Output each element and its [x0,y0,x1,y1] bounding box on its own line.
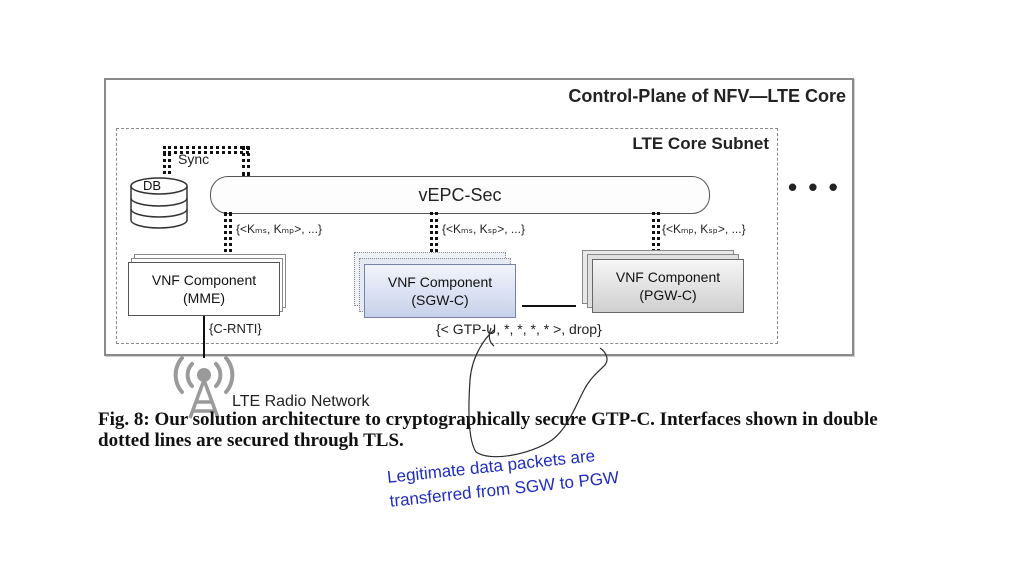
pgw-keys-label: {<Kₘₚ, Kₛₚ>, ...} [662,222,746,236]
pgw-title: VNF Component [615,269,721,285]
vnf-component-sgw-c: VNF Component (SGW-C) [364,264,516,318]
mme-title: VNF Component [151,272,257,288]
mme-radio-link [203,316,205,358]
gtp-drop-rule-label: {< GTP-U, *, *, *, * >, drop} [436,321,602,337]
pgw-name: (PGW-C) [639,287,697,303]
figure-caption: Fig. 8: Our solution architecture to cry… [98,409,878,451]
database-label: DB [143,178,162,193]
sgw-secure-link [430,212,438,264]
sync-link-top [163,146,249,154]
c-rnti-label: {C-RNTI} [209,321,262,336]
sgw-name: (SGW-C) [411,292,469,308]
mme-secure-link [224,212,232,260]
mme-name: (MME) [183,290,225,306]
sgw-pgw-data-link [522,305,576,307]
sgw-keys-label: {<Kₘₛ, Kₛₚ>, ...} [442,222,525,236]
lte-core-subnet-title: LTE Core Subnet [632,134,769,153]
sync-link-left [163,146,171,174]
vepc-sec-controller: vEPC-Sec [210,176,710,214]
vnf-component-pgw-c: VNF Component (PGW-C) [592,259,744,313]
database-icon [130,177,188,229]
control-plane-frame: Control-Plane of NFV—LTE Core [104,78,854,356]
vnf-component-mme: VNF Component (MME) [128,262,280,316]
sgw-title: VNF Component [387,274,493,290]
sync-link-right [242,146,250,176]
mme-keys-label: {<Kₘₛ, Kₘₚ>, ...} [236,222,322,236]
pgw-secure-link [652,212,660,258]
sync-label: Sync [178,151,210,167]
lte-radio-network-label: LTE Radio Network [232,393,370,410]
control-plane-title: Control-Plane of NFV—LTE Core [568,86,846,106]
radio-tower-icon [173,356,235,419]
lte-core-subnet-frame: LTE Core Subnet [116,128,778,344]
more-subnets-ellipsis: • • • [788,172,840,202]
